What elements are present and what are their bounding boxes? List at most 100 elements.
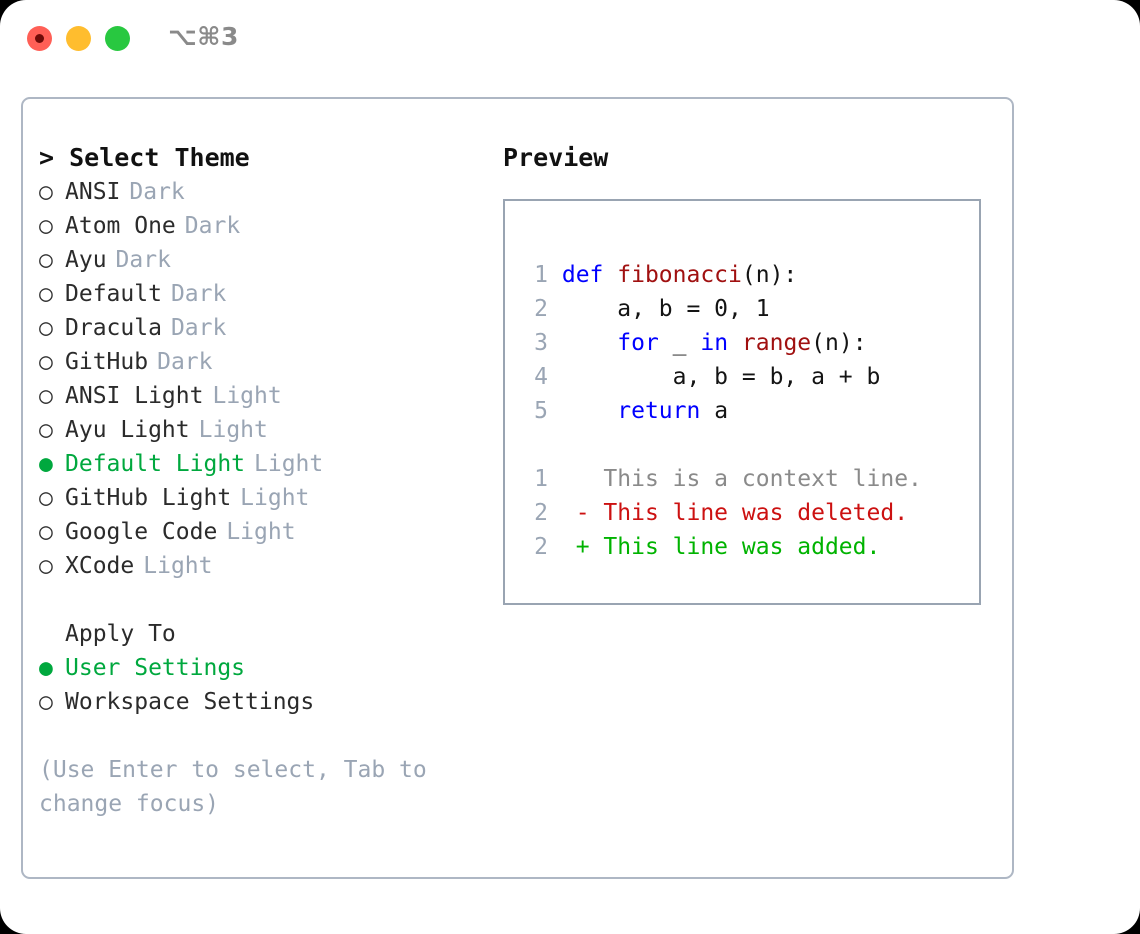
theme-mode-badge: Dark — [170, 315, 227, 341]
apply-to-list: ● User Settings ○ Workspace Settings — [39, 651, 489, 719]
minimize-window-button[interactable] — [66, 26, 91, 51]
keyboard-hint-text: (Use Enter to select, Tab to change focu… — [39, 757, 427, 817]
apply-to-option-label: Workspace Settings — [65, 689, 315, 715]
keyboard-shortcut-label: ⌥⌘3 — [168, 22, 239, 51]
code-token — [562, 398, 617, 424]
theme-option-label: Ayu — [65, 247, 107, 273]
theme-mode-badge: Dark — [184, 213, 241, 239]
theme-mode-badge: Dark — [115, 247, 171, 273]
theme-option-label: Ayu Light — [65, 417, 190, 443]
code-line: 1 def fibonacci(n): — [520, 258, 922, 292]
theme-option-label: Google Code — [65, 519, 218, 545]
apply-to-option-1[interactable]: ○ Workspace Settings — [39, 685, 489, 719]
apply-to-option-0[interactable]: ● User Settings — [39, 651, 489, 685]
theme-mode-badge: Light — [212, 383, 282, 409]
diff-text: + This line was added. — [575, 534, 881, 560]
theme-option-label: ANSI — [65, 179, 121, 205]
theme-option-label: Default — [65, 281, 162, 307]
line-number: 3 — [534, 330, 548, 356]
theme-option-label: Dracula — [65, 315, 162, 341]
theme-option-7[interactable]: ○ Ayu Light Light — [39, 413, 489, 447]
code-line: 4 a, b = b, a + b — [520, 360, 922, 394]
line-number: 2 — [534, 296, 548, 322]
code-token: in — [700, 330, 729, 356]
radio-unselected-icon: ○ — [39, 519, 53, 545]
theme-option-6[interactable]: ○ ANSI Light Light — [39, 379, 489, 413]
select-theme-heading: > Select Theme — [39, 143, 250, 172]
diff-text: - This line was deleted. — [575, 500, 909, 526]
theme-option-label: Atom One — [65, 213, 176, 239]
code-token: (n): — [741, 262, 798, 288]
line-number: 2 — [534, 500, 548, 526]
code-token: for — [617, 330, 659, 356]
code-token: return — [617, 398, 701, 424]
radio-unselected-icon: ○ — [39, 213, 53, 239]
traffic-light-buttons — [27, 26, 130, 51]
code-line: 5 return a — [520, 394, 922, 428]
theme-option-5[interactable]: ○ GitHub Dark — [39, 345, 489, 379]
apply-to-heading: Apply To — [65, 621, 176, 647]
radio-unselected-icon: ○ — [39, 349, 53, 375]
preview-pane: Preview 1 def fibonacci(n):2 a, b = 0, 1… — [503, 141, 1003, 605]
section-spacer — [39, 583, 489, 617]
radio-unselected-icon: ○ — [39, 689, 53, 715]
radio-selected-icon: ● — [39, 655, 53, 681]
diff-line: 2 - This line was deleted. — [520, 496, 922, 530]
theme-mode-badge: Dark — [170, 281, 227, 307]
theme-option-4[interactable]: ○ Dracula Dark — [39, 311, 489, 345]
theme-option-label: GitHub — [65, 349, 149, 375]
title-bar: ⌥⌘3 — [0, 0, 1140, 78]
theme-option-3[interactable]: ○ Default Dark — [39, 277, 489, 311]
theme-mode-badge: Light — [198, 417, 268, 443]
line-number: 2 — [534, 534, 548, 560]
code-token: a, b = b, a + b — [561, 364, 881, 390]
theme-mode-badge: Light — [226, 519, 296, 545]
line-number: 4 — [534, 364, 548, 390]
radio-selected-icon: ● — [39, 451, 53, 477]
theme-option-1[interactable]: ○ Atom One Dark — [39, 209, 489, 243]
theme-option-label: Default Light — [65, 451, 246, 477]
code-line: 3 for _ in range(n): — [520, 326, 922, 360]
theme-option-8[interactable]: ● Default Light Light — [39, 447, 489, 481]
radio-unselected-icon: ○ — [39, 417, 53, 443]
theme-mode-badge: Dark — [157, 349, 213, 375]
theme-option-10[interactable]: ○ Google Code Light — [39, 515, 489, 549]
radio-unselected-icon: ○ — [39, 179, 53, 205]
preview-heading: Preview — [503, 143, 609, 172]
radio-unselected-icon: ○ — [39, 383, 53, 409]
close-window-button[interactable] — [27, 26, 52, 51]
code-token: range — [741, 330, 812, 356]
radio-unselected-icon: ○ — [39, 485, 53, 511]
maximize-window-button[interactable] — [105, 26, 130, 51]
code-token: a — [700, 398, 729, 424]
diff-line: 1 This is a context line. — [520, 462, 922, 496]
theme-option-label: ANSI Light — [65, 383, 204, 409]
theme-mode-badge: Dark — [129, 179, 185, 205]
apply-to-option-label: User Settings — [65, 655, 246, 681]
diff-line: 2 + This line was added. — [520, 530, 922, 564]
theme-option-label: GitHub Light — [65, 485, 232, 511]
code-token — [562, 330, 617, 356]
line-number: 5 — [534, 398, 548, 424]
code-token: (n): — [811, 330, 867, 356]
code-token: def — [561, 262, 618, 288]
radio-unselected-icon: ○ — [39, 281, 53, 307]
theme-option-2[interactable]: ○ Ayu Dark — [39, 243, 489, 277]
radio-unselected-icon: ○ — [39, 553, 53, 579]
code-line: 2 a, b = 0, 1 — [520, 292, 922, 326]
theme-mode-badge: Light — [143, 553, 213, 579]
radio-unselected-icon: ○ — [39, 247, 53, 273]
radio-unselected-icon: ○ — [39, 315, 53, 341]
theme-mode-badge: Light — [254, 451, 324, 477]
diff-text: This is a context line. — [575, 466, 922, 492]
code-token: a, b = 0, 1 — [561, 296, 770, 322]
theme-option-0[interactable]: ○ ANSI Dark — [39, 175, 489, 209]
